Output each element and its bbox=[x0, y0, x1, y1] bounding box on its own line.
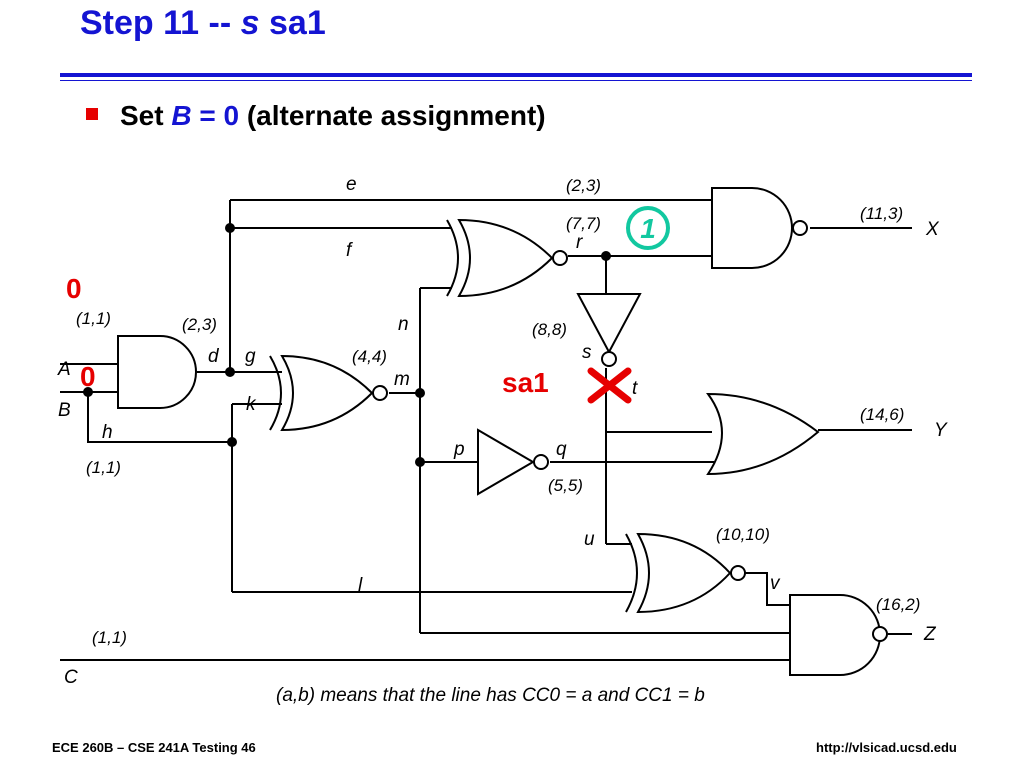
cc-y: (14,6) bbox=[860, 405, 904, 424]
cc-e: (2,3) bbox=[566, 176, 601, 195]
bullet-text: Set B = 0 (alternate assignment) bbox=[120, 100, 546, 132]
xnor-gate-f-n bbox=[446, 218, 568, 298]
footer-url: http://vlsicad.ucsd.edu bbox=[816, 740, 957, 755]
cc-c: (1,1) bbox=[92, 628, 127, 647]
wire-v bbox=[745, 572, 790, 606]
label-input-b: B bbox=[58, 400, 71, 421]
cc-b: (1,1) bbox=[86, 458, 121, 477]
a-value: 0 bbox=[66, 273, 82, 304]
fault-label: sa1 bbox=[502, 367, 549, 398]
footer-course: ECE 260B – CSE 241A Testing 46 bbox=[52, 740, 256, 755]
or-gate-y bbox=[706, 392, 820, 476]
label-s: s bbox=[582, 342, 592, 363]
r-value-annotation: 1 bbox=[626, 206, 670, 250]
cc-q: (5,5) bbox=[548, 476, 583, 495]
junction-dots bbox=[83, 223, 611, 467]
label-u: u bbox=[584, 529, 595, 550]
label-l: l bbox=[358, 575, 363, 596]
label-t: t bbox=[632, 378, 638, 399]
title-suffix: sa1 bbox=[269, 4, 326, 42]
bullet-variable: B bbox=[171, 100, 192, 131]
wire-h bbox=[87, 392, 232, 443]
cc-v: (10,10) bbox=[716, 525, 770, 544]
title-prefix: Step 11 -- bbox=[80, 4, 232, 42]
cc-r: (7,7) bbox=[566, 214, 601, 233]
label-d: d bbox=[208, 346, 220, 367]
label-h: h bbox=[102, 422, 113, 443]
fault-x-mark bbox=[587, 367, 632, 404]
label-n: n bbox=[398, 314, 409, 335]
gates bbox=[117, 187, 888, 676]
junction-dot bbox=[415, 388, 425, 398]
xnor-gate-u-l bbox=[625, 532, 746, 614]
junction-dot bbox=[225, 367, 235, 377]
cc-z: (16,2) bbox=[876, 595, 920, 614]
junction-dot bbox=[415, 457, 425, 467]
title-variable: s bbox=[240, 4, 260, 42]
value-annotations: 0 0 sa1 bbox=[66, 273, 549, 398]
nand-gate-z bbox=[789, 594, 888, 676]
label-input-c: C bbox=[64, 667, 78, 688]
inverter-q bbox=[477, 428, 549, 496]
junction-dot bbox=[601, 251, 611, 261]
and-gate-a-b bbox=[117, 335, 197, 409]
inverter-s bbox=[576, 293, 642, 367]
label-m: m bbox=[394, 369, 410, 390]
label-input-a: A bbox=[57, 359, 71, 380]
label-v: v bbox=[770, 573, 781, 594]
title-rule-thin bbox=[60, 80, 972, 81]
cc-m: (4,4) bbox=[352, 347, 387, 366]
label-e: e bbox=[346, 174, 357, 195]
cc-x: (11,3) bbox=[860, 204, 903, 223]
title-rule-thick bbox=[60, 73, 972, 77]
slide-title: Step 11 -- s sa1 bbox=[80, 4, 326, 43]
fault-marker bbox=[587, 367, 632, 404]
junction-dot bbox=[227, 437, 237, 447]
signal-labels: e f d g h k n m p q r s t u v l A B C X … bbox=[57, 174, 948, 688]
label-g: g bbox=[245, 346, 256, 367]
label-output-x: X bbox=[925, 219, 940, 240]
cc-labels: (2,3) (7,7) (11,3) (1,1) (2,3) (4,4) (8,… bbox=[76, 176, 920, 647]
b-value: 0 bbox=[80, 361, 96, 392]
label-q: q bbox=[556, 439, 567, 460]
label-f: f bbox=[346, 240, 353, 261]
cc-s: (8,8) bbox=[532, 320, 567, 339]
bullet-square-icon bbox=[86, 108, 98, 120]
legend-text: (a,b) means that the line has CC0 = a an… bbox=[276, 685, 705, 706]
bullet-set: Set bbox=[120, 100, 164, 131]
label-output-z: Z bbox=[923, 624, 937, 645]
r-value-ring-icon bbox=[626, 206, 670, 250]
r-value: 1 bbox=[640, 213, 656, 244]
label-r: r bbox=[576, 232, 583, 253]
bullet-equals: = 0 bbox=[199, 100, 240, 131]
label-k: k bbox=[246, 394, 257, 415]
junction-dot bbox=[225, 223, 235, 233]
label-p: p bbox=[453, 439, 465, 460]
cc-a: (1,1) bbox=[76, 309, 111, 328]
label-output-y: Y bbox=[934, 420, 948, 441]
xnor-gate-g-k bbox=[269, 354, 388, 432]
nand-gate-x bbox=[711, 187, 808, 269]
bullet-rest: (alternate assignment) bbox=[246, 100, 546, 131]
cc-d: (2,3) bbox=[182, 315, 217, 334]
junction-dot bbox=[83, 387, 93, 397]
